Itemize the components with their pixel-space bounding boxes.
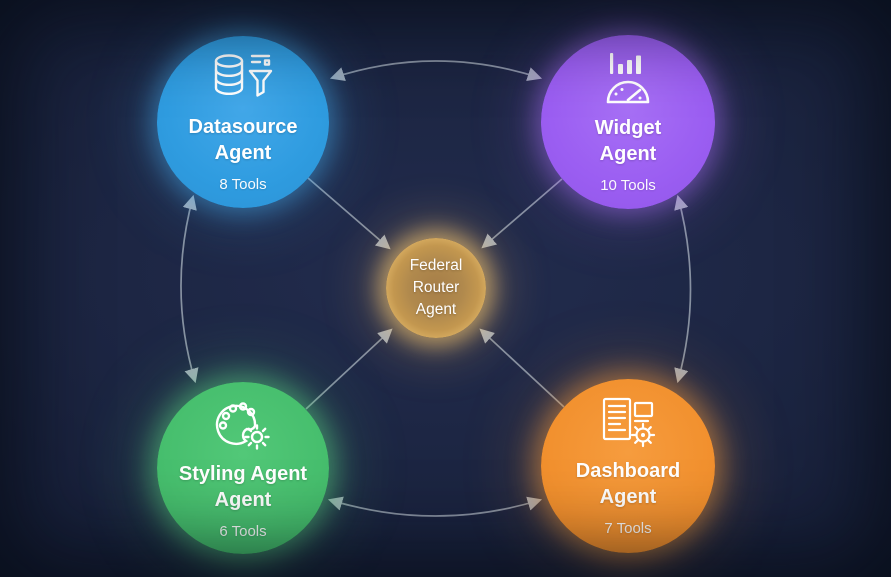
arrow-datasource-styling bbox=[180, 194, 199, 384]
agent-node-datasource: Datasource Agent 8 Tools bbox=[157, 36, 329, 208]
document-gear-icon bbox=[596, 395, 660, 451]
arrow-datasource-widget bbox=[329, 60, 543, 82]
agent-node-federal-router: Federal Router Agent bbox=[386, 238, 486, 338]
arrow-widget-dashboard bbox=[674, 194, 692, 384]
agent-node-dashboard: Dashboard Agent 7 Tools bbox=[541, 379, 715, 553]
agent-tools-count: 10 Tools bbox=[600, 177, 656, 195]
arrow-styling-dashboard bbox=[327, 496, 543, 517]
agent-name: Datasource Agent bbox=[188, 115, 298, 164]
agent-node-styling: Styling Agent Agent 6 Tools bbox=[157, 382, 329, 554]
bar-chart-gauge-icon bbox=[597, 50, 659, 108]
agent-name: Styling Agent Agent bbox=[178, 462, 308, 511]
router-name: Federal Router Agent bbox=[409, 257, 463, 318]
arrow-dashboard-to-router bbox=[479, 328, 565, 408]
agent-node-widget: Widget Agent 10 Tools bbox=[541, 35, 715, 209]
agent-tools-count: 6 Tools bbox=[219, 523, 267, 541]
database-filter-icon bbox=[210, 51, 276, 107]
arrow-datasource-to-router bbox=[307, 177, 391, 250]
agent-tools-count: 7 Tools bbox=[604, 520, 652, 538]
agent-tools-count: 8 Tools bbox=[219, 176, 267, 194]
arrow-styling-to-router bbox=[305, 328, 393, 410]
agent-name: Dashboard Agent bbox=[575, 459, 681, 508]
agent-name: Widget Agent bbox=[594, 116, 662, 165]
paint-palette-icon bbox=[211, 396, 275, 454]
arrow-widget-to-router bbox=[481, 178, 563, 249]
